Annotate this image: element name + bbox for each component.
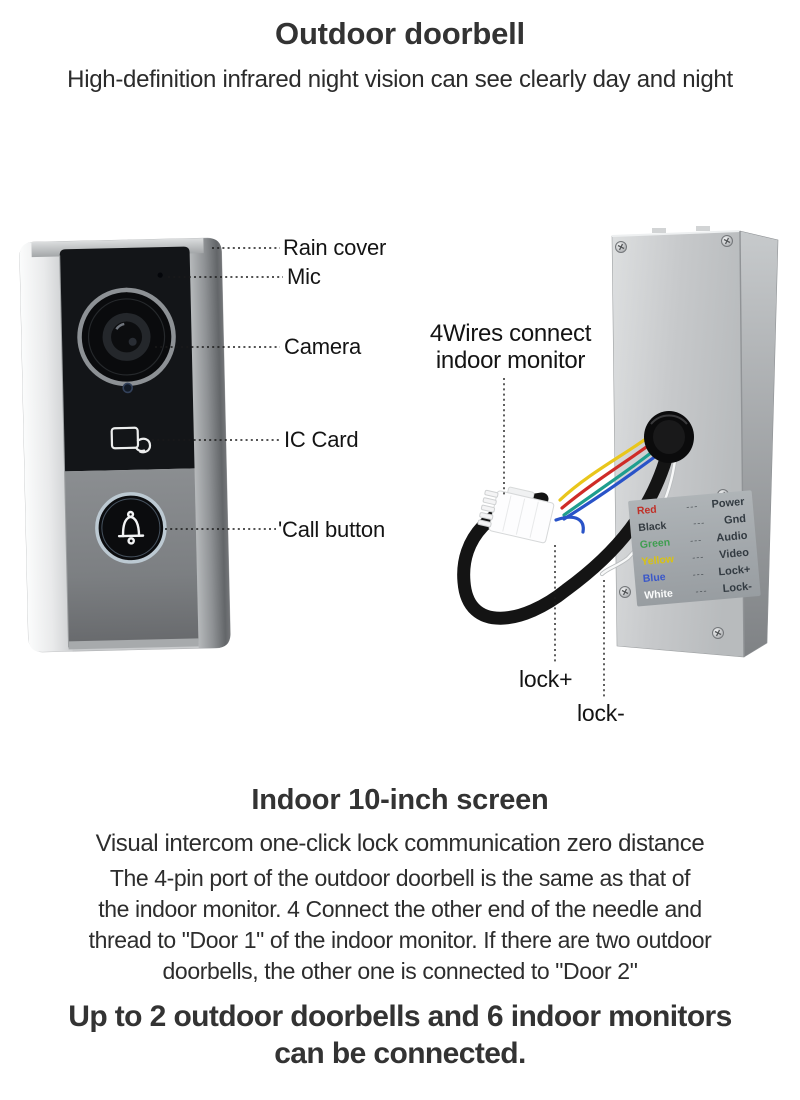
indoor-body-line: doorbells, the other one is connected to… — [162, 958, 638, 984]
legend-dash-icon — [686, 500, 699, 513]
wire-signal-name: Lock- — [722, 580, 753, 596]
rain-cover-left-side — [19, 241, 73, 652]
wire-color-name: White — [643, 587, 674, 602]
call-button-control[interactable] — [95, 492, 167, 564]
blue-wire-tip — [554, 515, 585, 534]
legend-dash-icon — [693, 516, 706, 529]
bell-icon — [117, 510, 145, 545]
wire-color-name: Green — [639, 536, 671, 552]
indoor-body: The 4-pin port of the outdoor doorbell i… — [0, 863, 800, 987]
wire-signal-name: Lock+ — [717, 563, 751, 579]
connector-plug — [477, 486, 555, 544]
indoor-section: Indoor 10-inch screen Visual intercom on… — [0, 784, 800, 1072]
label-lock-minus: lock- — [577, 700, 625, 726]
label-4wires-note: 4Wires connect indoor monitor — [408, 320, 613, 374]
label-ic-card: IC Card — [284, 427, 359, 452]
mic-hole-icon — [157, 272, 163, 278]
doorbell-front-unit — [19, 237, 231, 653]
wire-signal-name: Audio — [715, 529, 748, 545]
label-rain-cover: Rain cover — [283, 235, 387, 260]
page-subtitle: High-definition infrared night vision ca… — [67, 66, 733, 93]
legend-dash-icon — [692, 551, 705, 564]
label-camera: Camera — [284, 334, 362, 359]
wire-signal-name: Power — [711, 495, 746, 511]
wire-color-name: Red — [636, 503, 658, 518]
rain-cover-right-side — [189, 238, 231, 649]
leader-lines-right — [503, 378, 605, 698]
indoor-footer: Up to 2 outdoor doorbells and 6 indoor m… — [0, 998, 800, 1072]
wire-legend-panel: Red Power Black Gnd Green Audio Yellow V… — [628, 490, 761, 607]
wire-signal-name: Video — [718, 546, 750, 562]
indoor-body-line: thread to "Door 1" of the indoor monitor… — [88, 927, 712, 953]
leader-lines-left — [152, 247, 283, 530]
wire-color-name: Black — [637, 519, 667, 535]
ic-card-icon — [110, 426, 152, 454]
label-mic: Mic — [287, 264, 321, 289]
indoor-subheading: Visual intercom one-click lock communica… — [95, 830, 705, 857]
label-lock-plus: lock+ — [519, 666, 573, 692]
screw-icon — [712, 627, 724, 639]
indoor-body-line: The 4-pin port of the outdoor doorbell i… — [109, 865, 691, 891]
indoor-footer-line: can be connected. — [274, 1037, 526, 1070]
label-call-button: 'Call button — [278, 517, 385, 542]
screw-icon — [721, 235, 733, 247]
wire-color-name: Yellow — [640, 553, 675, 569]
legend-dash-icon — [690, 534, 703, 547]
indoor-footer-line: Up to 2 outdoor doorbells and 6 indoor m… — [68, 1000, 732, 1033]
legend-dash-icon — [692, 568, 705, 581]
legend-dash-icon — [695, 584, 708, 597]
page-title: Outdoor doorbell — [275, 16, 525, 51]
cable-grommet — [644, 411, 694, 463]
wire-color-name: Blue — [642, 571, 667, 585]
indoor-heading: Indoor 10-inch screen — [251, 784, 549, 816]
label-4wires-line1: 4Wires connect — [429, 320, 592, 347]
screw-icon — [619, 586, 631, 598]
light-sensor-icon — [122, 382, 134, 394]
wire-signal-name: Gnd — [723, 512, 747, 527]
camera-lens-icon — [77, 287, 176, 387]
screw-icon — [615, 241, 627, 253]
indoor-body-line: the indoor monitor. 4 Connect the other … — [98, 896, 702, 922]
label-4wires-line2: indoor monitor — [435, 347, 586, 374]
